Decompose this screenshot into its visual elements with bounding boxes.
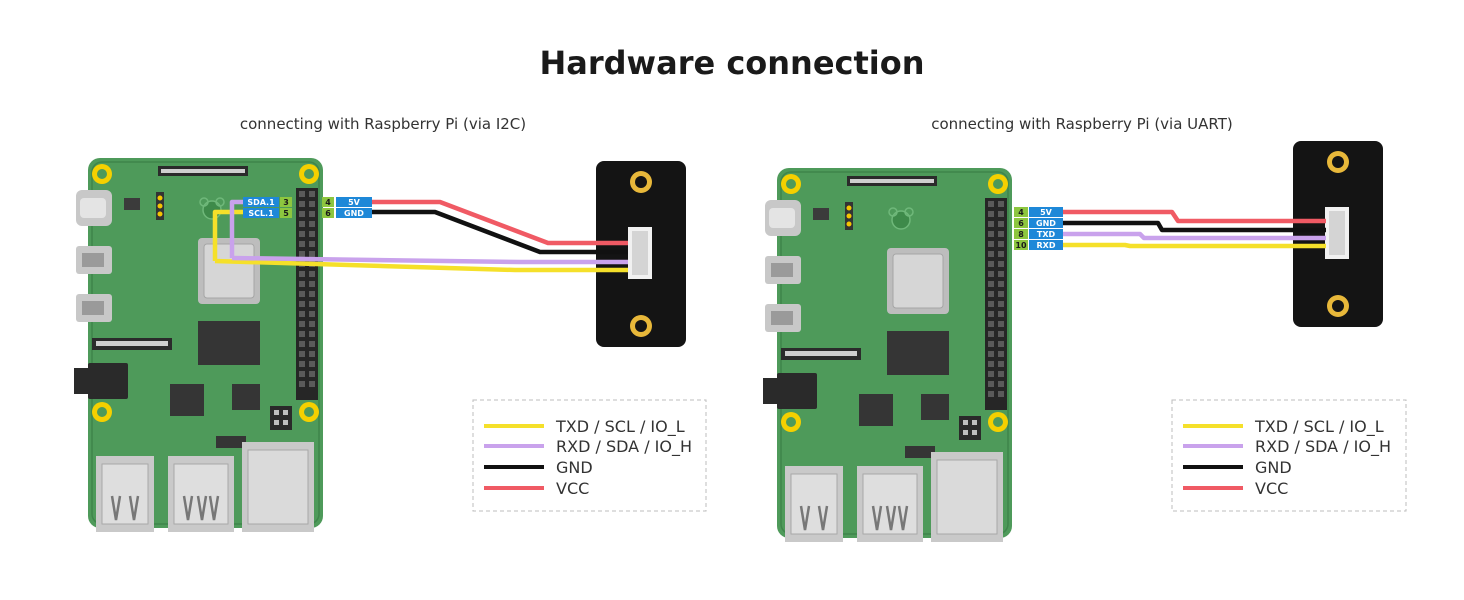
pin-txd-uart: 8 TXD [1014,229,1063,239]
wires-uart [1063,209,1326,249]
pin-sda1: SDA.1 3 [243,197,292,207]
svg-text:TXD: TXD [1037,230,1056,239]
svg-text:GND: GND [344,209,364,218]
svg-text:RXD: RXD [1037,241,1056,250]
legend-label-vcc: VCC [1255,479,1288,498]
i2c-caption: connecting with Raspberry Pi (via I2C) [240,115,526,133]
raspberry-pi-board-uart [761,166,1014,544]
pin-gnd-i2c: 6 GND [322,208,372,218]
legend-label-rxd: RXD / SDA / IO_H [556,437,692,457]
pin-rxd-uart: 10 RXD [1014,240,1063,250]
legend-label-rxd: RXD / SDA / IO_H [1255,437,1391,457]
svg-text:4: 4 [1018,208,1024,217]
wires-i2c [212,199,628,273]
legend-i2c: TXD / SCL / IO_L RXD / SDA / IO_H GND VC… [472,399,707,512]
svg-text:6: 6 [325,209,331,218]
legend-label-gnd: GND [556,458,593,477]
svg-text:8: 8 [1018,230,1024,239]
legend-label-vcc: VCC [556,479,589,498]
svg-text:5V: 5V [1040,208,1053,217]
pin-5v-i2c: 4 5V [322,197,372,207]
legend-label-gnd: GND [1255,458,1292,477]
svg-text:SDA.1: SDA.1 [247,198,275,207]
pin-labels-uart: 4 5V 6 GND 8 TXD 10 RXD [1014,207,1063,250]
pin-gnd-uart: 6 GND [1014,218,1063,228]
svg-text:GND: GND [1036,219,1056,228]
pin-scl1: SCL.1 5 [243,208,292,218]
page-title: Hardware connection [539,44,924,82]
legend-label-txd: TXD / SCL / IO_L [555,417,685,437]
svg-text:SCL.1: SCL.1 [248,209,274,218]
svg-text:4: 4 [325,198,331,207]
pin-labels-i2c: SDA.1 3 SCL.1 5 4 5V 6 GND [243,197,372,218]
svg-text:5V: 5V [348,198,361,207]
pin-5v-uart: 4 5V [1014,207,1063,217]
svg-text:5: 5 [283,209,289,218]
legend-uart: TXD / SCL / IO_L RXD / SDA / IO_H GND VC… [1171,399,1407,512]
sensor-module-uart [1293,141,1383,327]
svg-text:3: 3 [283,198,289,207]
uart-caption: connecting with Raspberry Pi (via UART) [931,115,1233,133]
svg-text:6: 6 [1018,219,1024,228]
legend-label-txd: TXD / SCL / IO_L [1254,417,1384,437]
svg-text:10: 10 [1015,241,1027,250]
